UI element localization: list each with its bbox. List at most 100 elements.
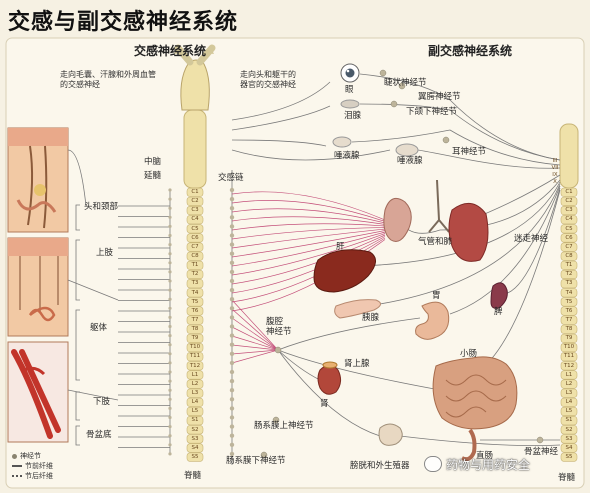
label-kidney: 肾 <box>320 399 329 409</box>
chain-ganglion <box>229 451 235 457</box>
vertebra-segment <box>186 361 204 371</box>
label-salivary-right: 唾液腺 <box>397 156 423 166</box>
vertebra-label: L4 <box>565 399 573 406</box>
cranial-nerve-label: X <box>553 179 557 185</box>
vertebra-segment <box>560 251 578 261</box>
legend-preganglionic: 节前纤维 <box>12 461 53 471</box>
vertebra-segment <box>560 196 578 206</box>
label-spinal-cord-left: 脊髓 <box>184 471 202 481</box>
vertebra-label: T1 <box>191 262 199 269</box>
vertebra-segment <box>186 279 204 289</box>
vertebra-segment <box>560 397 578 407</box>
vertebra-segment <box>560 452 578 462</box>
chain-ganglion <box>229 278 235 284</box>
label-lower-limb: 下肢 <box>93 397 111 407</box>
sympathetic-spinal-cord <box>183 109 207 462</box>
vertebra-segment <box>560 333 578 343</box>
vertebra-label: L1 <box>565 371 573 378</box>
label-upper-limb: 上肢 <box>96 248 114 258</box>
ganglion-node <box>442 136 450 144</box>
vertebra-label: T10 <box>563 344 575 351</box>
adrenal-organ <box>322 361 338 369</box>
skin-tissue-panels <box>7 127 69 443</box>
brainstem-left <box>174 44 216 111</box>
label-inf-mesenteric: 肠系膜下神经节 <box>226 456 286 466</box>
chain-ganglion <box>168 343 172 347</box>
vertebra-label: S3 <box>565 435 573 442</box>
ganglion-icon <box>12 453 17 459</box>
rectum-organ <box>461 428 477 462</box>
chain-ganglion <box>229 287 235 293</box>
vertebra-segment <box>186 452 204 462</box>
chain-ganglion <box>229 224 235 229</box>
vertebra-segment <box>186 406 204 417</box>
label-salivary-left: 唾液腺 <box>334 151 360 161</box>
vertebra-label: L3 <box>565 390 573 396</box>
lung-organ <box>448 203 489 262</box>
vertebra-segment <box>186 388 204 398</box>
vertebra-label: S1 <box>191 417 199 424</box>
vertebra-segment <box>560 425 578 435</box>
vertebra-segment <box>186 352 204 362</box>
chain-ganglion <box>168 315 172 319</box>
chain-ganglion <box>168 224 172 228</box>
vertebra-segment <box>186 425 204 435</box>
spleen-organ <box>490 282 508 309</box>
label-sup-mesenteric: 肠系膜上神经节 <box>254 421 314 431</box>
cranial-nerve-label: III <box>552 158 558 164</box>
label-eye: 眼 <box>345 85 354 95</box>
vertebra-segment <box>560 288 578 298</box>
ganglion-node <box>390 100 398 108</box>
vertebra-label: T7 <box>191 316 199 323</box>
vertebra-label: C7 <box>565 243 573 250</box>
vertebra-label: S1 <box>565 417 573 424</box>
vertebra-segment <box>186 342 204 353</box>
note-head-nerves: 走向头和躯干的 器官的交感神经 <box>240 70 296 89</box>
chain-ganglion <box>168 406 172 410</box>
cranial-nerve-label: VII <box>551 165 559 171</box>
chain-ganglion <box>168 306 172 310</box>
sympathetic-heading: 交感神经系统 <box>134 44 207 58</box>
vertebra-segment <box>186 443 204 453</box>
vertebra-segment <box>186 297 204 307</box>
vertebra-label: C7 <box>191 243 199 250</box>
label-pancreas: 胰腺 <box>362 313 380 323</box>
vertebra-label: T8 <box>565 326 573 333</box>
chain-ganglion <box>168 434 172 438</box>
label-otic-ganglion: 耳神经节 <box>452 147 487 157</box>
note-skin-nerves: 走向毛囊、汗腺和外周血管 的交感神经 <box>60 70 156 89</box>
pancreas-organ <box>334 299 381 319</box>
ganglion-node <box>398 82 406 90</box>
vertebra-segment <box>560 352 578 362</box>
ganglia <box>168 69 544 459</box>
chain-ganglion <box>229 415 235 420</box>
chain-ganglion <box>168 324 172 329</box>
chain-ganglion <box>168 397 172 401</box>
vertebra-segment <box>186 196 204 206</box>
chain-ganglion <box>168 361 172 365</box>
vertebra-label: T3 <box>191 280 199 287</box>
vertebra-segment <box>186 315 204 325</box>
vertebra-label: C8 <box>191 253 199 259</box>
chain-ganglion <box>229 369 235 375</box>
vertebra-label: T3 <box>565 280 573 287</box>
vertebra-segment <box>560 205 578 216</box>
chain-ganglion <box>229 397 235 402</box>
vertebra-label: C1 <box>565 189 573 196</box>
vertebra-segment <box>186 233 204 243</box>
vertebra-label: S3 <box>191 435 199 442</box>
vertebra-segment <box>560 342 578 353</box>
vertebra-label: T6 <box>565 307 573 314</box>
chain-ganglion <box>168 188 172 192</box>
kidney-organ <box>317 364 342 395</box>
salivary-gland-left <box>332 136 352 148</box>
vertebra-label: S4 <box>191 444 199 451</box>
label-pelvic-nerve: 骨盆神经 <box>524 447 559 457</box>
legend-ganglion: 神经节 <box>12 451 41 461</box>
vertebra-label: T1 <box>565 262 573 269</box>
vertebra-label: C4 <box>565 216 573 223</box>
vertebra-segment <box>186 215 204 225</box>
vertebra-segment <box>186 269 204 280</box>
preganglionic-line-icon <box>12 465 22 467</box>
vertebra-segment <box>560 260 578 270</box>
